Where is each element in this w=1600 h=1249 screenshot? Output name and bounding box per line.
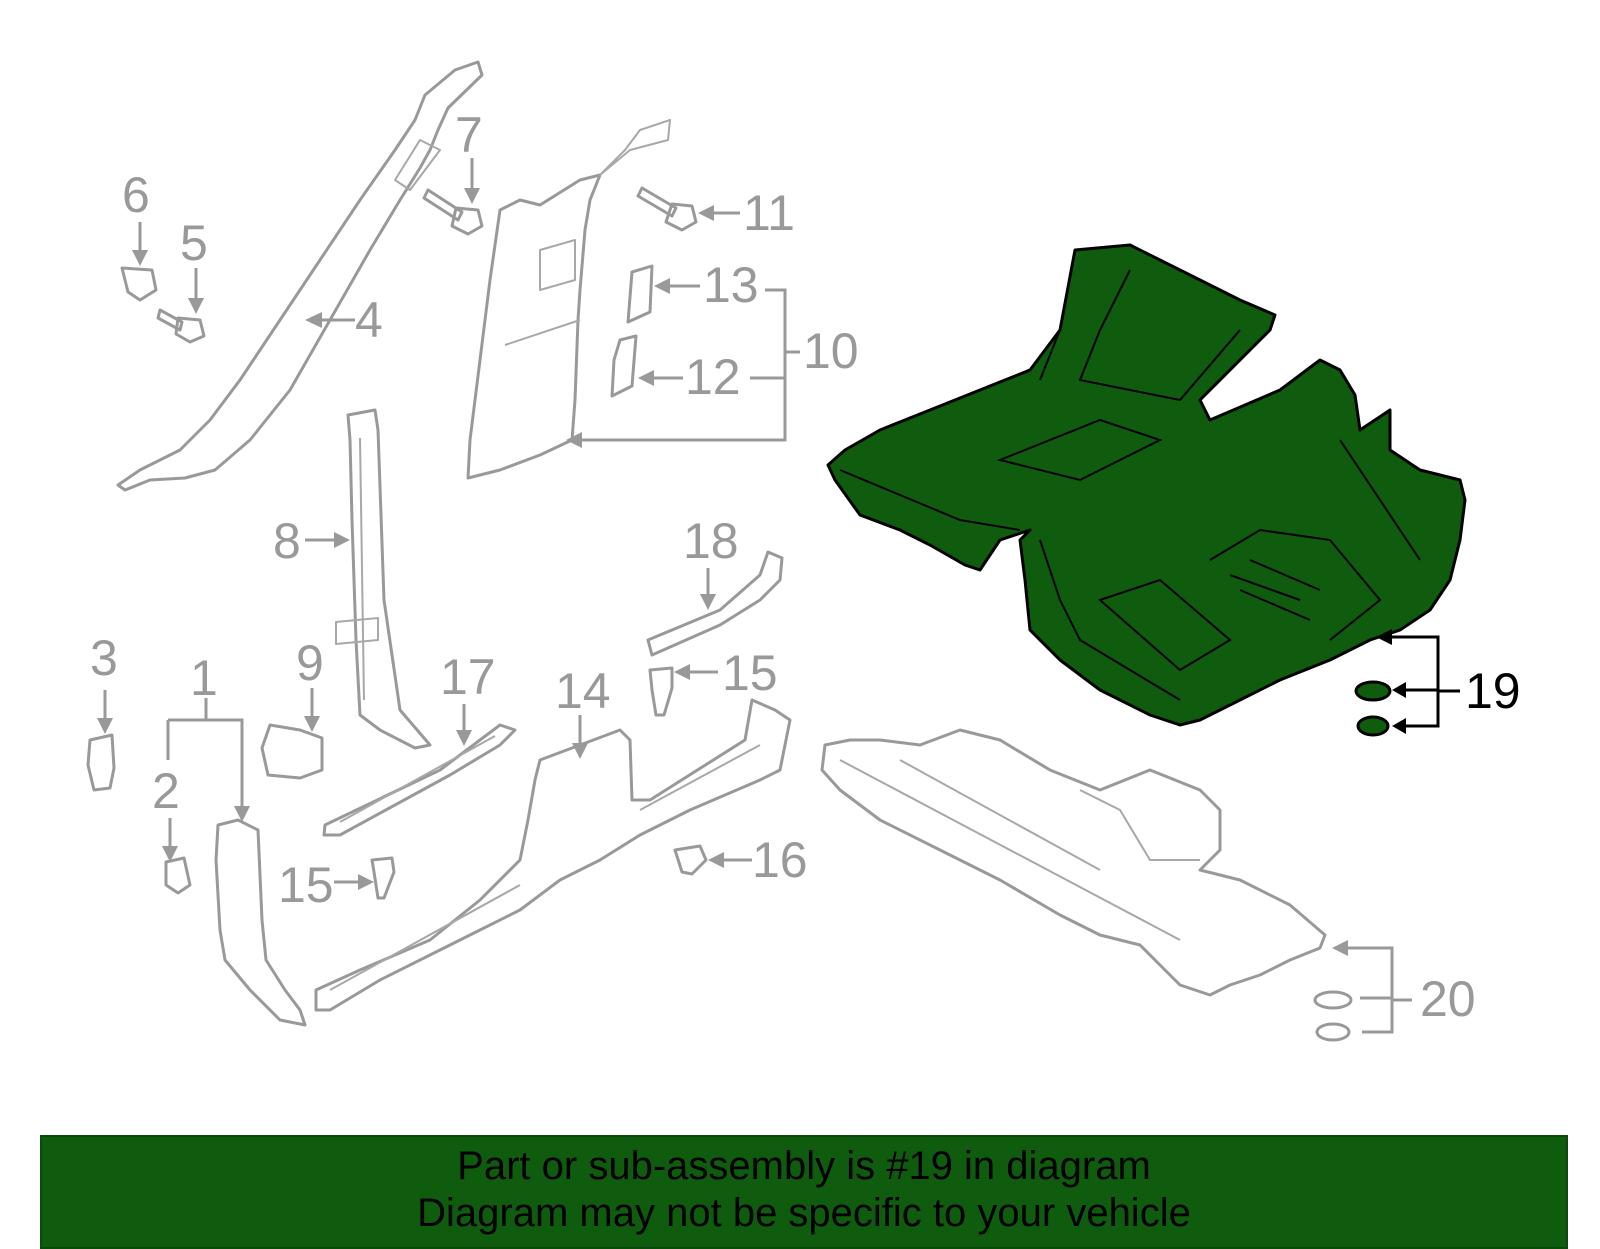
arrow-19-c	[1392, 718, 1406, 734]
callout-9[interactable]: 9	[296, 635, 324, 691]
part-13-clip[interactable]	[626, 264, 654, 324]
callout-13[interactable]: 13	[703, 257, 759, 313]
part-15-clip-left[interactable]	[370, 856, 396, 900]
part-14-door-sill[interactable]	[314, 698, 792, 1012]
part-17-scuff-plate[interactable]	[322, 723, 517, 837]
arrow-15b	[358, 874, 374, 890]
part-19-floor-carpet[interactable]	[826, 243, 1467, 727]
arrow-3	[97, 718, 113, 734]
callout-17[interactable]: 17	[440, 649, 496, 705]
arrow-16	[708, 852, 724, 868]
arrow-19	[1376, 629, 1392, 645]
callout-14[interactable]: 14	[555, 663, 611, 719]
arrow-17	[456, 730, 472, 746]
arrow-8	[334, 532, 350, 548]
part-20-floor-insulator[interactable]	[820, 728, 1327, 997]
parts-diagram: 4 6 5 7 10 11 13	[86, 60, 1521, 1042]
callout-10[interactable]: 10	[803, 323, 859, 379]
arrow-20	[1332, 940, 1348, 956]
callout-15-right[interactable]: 15	[722, 645, 778, 701]
arrow-14	[572, 743, 588, 759]
part-19-fasteners[interactable]	[1354, 680, 1392, 737]
arrow-2	[162, 846, 178, 862]
part-9-bracket[interactable]	[260, 723, 324, 780]
part-11-bolt[interactable]	[636, 186, 698, 232]
arrow-5	[188, 298, 204, 314]
arrow-15a	[674, 664, 690, 680]
leader-19	[1390, 635, 1460, 728]
part-18-scuff-plate[interactable]	[646, 550, 784, 657]
banner-line-2: Diagram may not be specific to your vehi…	[417, 1191, 1191, 1235]
part-6-clip[interactable]	[120, 266, 158, 302]
part-8-pillar-trim[interactable]	[335, 408, 432, 750]
callout-12[interactable]: 12	[685, 349, 741, 405]
callout-18[interactable]: 18	[683, 513, 739, 569]
callout-3[interactable]: 3	[90, 630, 118, 686]
part-20-fasteners[interactable]	[1313, 990, 1353, 1042]
arrow-11	[698, 205, 714, 221]
callout-5[interactable]: 5	[180, 215, 208, 271]
callout-20[interactable]: 20	[1420, 971, 1476, 1027]
callout-11[interactable]: 11	[743, 185, 795, 241]
callout-15-left[interactable]: 15	[278, 857, 334, 913]
info-banner: Part or sub-assembly is #19 in diagram D…	[40, 1135, 1568, 1249]
arrow-1	[234, 806, 250, 822]
callout-19[interactable]: 19	[1465, 663, 1521, 719]
callout-2[interactable]: 2	[152, 763, 180, 819]
callout-7[interactable]: 7	[455, 107, 483, 163]
arrow-7	[464, 188, 480, 204]
callout-1[interactable]: 1	[190, 650, 218, 706]
part-7-bolt[interactable]	[422, 188, 484, 236]
part-12-bracket[interactable]	[610, 334, 638, 398]
leader-1	[166, 698, 244, 808]
part-5-screw[interactable]	[156, 308, 206, 344]
arrow-18	[700, 594, 716, 610]
part-10-b-pillar-trim[interactable]	[466, 119, 671, 480]
callout-4[interactable]: 4	[355, 292, 383, 348]
leader-20	[1346, 946, 1412, 1034]
callout-16[interactable]: 16	[752, 832, 808, 888]
part-4-a-pillar-trim[interactable]	[116, 60, 484, 492]
callout-8[interactable]: 8	[273, 513, 301, 569]
arrow-4	[305, 312, 322, 328]
banner-line-1: Part or sub-assembly is #19 in diagram	[457, 1144, 1151, 1188]
arrow-12	[638, 370, 654, 386]
arrow-9	[304, 716, 320, 732]
part-15-clip-right[interactable]	[648, 666, 674, 717]
leader-10	[580, 288, 800, 442]
part-2-clip[interactable]	[164, 856, 192, 895]
part-16-clip[interactable]	[673, 844, 708, 876]
part-1-kick-panel[interactable]	[214, 818, 307, 1027]
arrow-19-b	[1392, 682, 1406, 698]
arrow-6	[132, 250, 148, 266]
part-3-clip[interactable]	[86, 733, 116, 792]
arrow-10	[566, 432, 582, 448]
callout-6[interactable]: 6	[122, 167, 150, 223]
arrow-13	[654, 278, 670, 294]
